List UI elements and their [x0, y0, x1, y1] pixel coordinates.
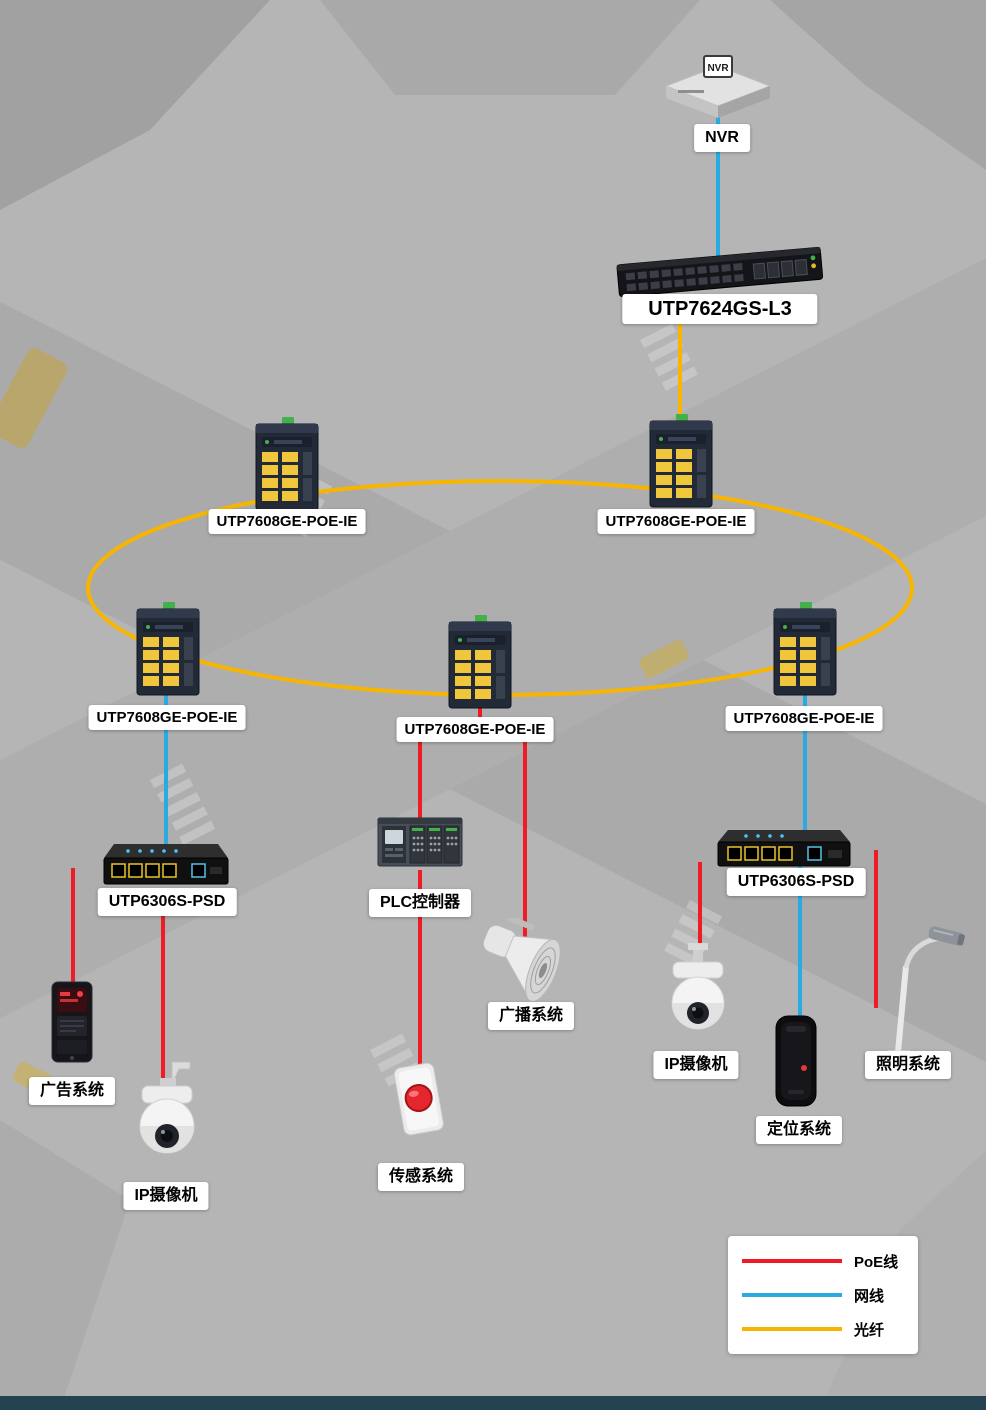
horn-speaker-icon — [482, 918, 561, 1002]
plc-controller-device — [376, 810, 464, 874]
core-switch-device — [614, 242, 826, 302]
street-light-icon — [888, 926, 965, 1054]
poe-switch-icon — [103, 844, 229, 885]
nvr-device-text: NVR — [707, 63, 729, 74]
gps-tracker-icon — [775, 1015, 817, 1107]
ring-switch-right-device — [768, 601, 842, 697]
ring-switch-top-left-label: UTP7608GE-POE-IE — [208, 509, 366, 534]
ptz-camera-icon — [139, 1061, 195, 1154]
legend-label-ethernet: 网线 — [854, 1287, 885, 1305]
poe-switch-left-label: UTP6306S-PSD — [97, 888, 237, 916]
ip-camera-right-label: IP摄像机 — [653, 1051, 739, 1079]
ring-switch-left-device — [131, 601, 205, 697]
ring-switch-top-left-device — [250, 416, 324, 512]
ip-camera-left-device — [126, 1060, 208, 1170]
industrial-switch-icon — [255, 417, 319, 511]
plc-controller-label: PLC控制器 — [368, 889, 472, 917]
lighting-system-device — [848, 924, 966, 1056]
legend-item-fiber: 光纤 — [728, 1312, 918, 1346]
sensor-icon — [393, 1062, 444, 1136]
ip-camera-left-label: IP摄像机 — [123, 1182, 209, 1210]
sensor-system-label: 传感系统 — [377, 1163, 465, 1191]
ethernet-line-swatch — [742, 1293, 842, 1297]
ring-switch-middle-label: UTP7608GE-POE-IE — [396, 717, 554, 742]
legend-label-fiber: 光纤 — [854, 1321, 885, 1339]
legend-label-poe: PoE线 — [854, 1253, 899, 1271]
ring-switch-top-right-device — [644, 413, 718, 509]
legend-item-ethernet: 网线 — [728, 1278, 918, 1312]
core-switch-label: UTP7624GS-L3 — [622, 294, 818, 324]
fiber-line-swatch — [742, 1327, 842, 1331]
poe-switch-right-device — [712, 824, 856, 872]
industrial-switch-icon — [136, 602, 200, 696]
legend-item-poe: PoE线 — [728, 1244, 918, 1278]
sensor-system-device — [390, 1056, 448, 1144]
ptz-camera-icon — [671, 943, 725, 1030]
nvr-device: NVR — [660, 52, 776, 120]
poe-switch-icon — [717, 830, 851, 867]
ad-system-label: 广告系统 — [28, 1077, 116, 1105]
poe-switch-right-label: UTP6306S-PSD — [726, 868, 866, 896]
lighting-system-label: 照明系统 — [864, 1051, 952, 1079]
ring-switch-middle-device — [443, 614, 517, 710]
ring-switch-right-label: UTP7608GE-POE-IE — [725, 706, 883, 731]
legend: PoE线 网线 光纤 — [728, 1236, 918, 1354]
positioning-system-device — [764, 1010, 828, 1112]
ip-camera-right-device — [658, 943, 736, 1049]
nvr-icon: NVR — [664, 55, 772, 118]
poe-switch-left-device — [98, 836, 234, 892]
broadcast-system-label: 广播系统 — [487, 1002, 575, 1030]
industrial-switch-icon — [773, 602, 837, 696]
positioning-system-label: 定位系统 — [755, 1116, 843, 1144]
ad-system-device — [46, 980, 98, 1066]
plc-icon — [377, 817, 463, 867]
broadcast-speaker-device — [466, 918, 562, 1006]
industrial-switch-icon — [448, 615, 512, 709]
poe-line-swatch — [742, 1259, 842, 1263]
core-switch-icon — [616, 246, 824, 298]
nvr-label: NVR — [694, 124, 750, 152]
industrial-switch-icon — [649, 414, 713, 508]
ring-switch-top-right-label: UTP7608GE-POE-IE — [597, 509, 755, 534]
ad-kiosk-icon — [51, 981, 93, 1063]
ring-switch-left-label: UTP7608GE-POE-IE — [88, 705, 246, 730]
